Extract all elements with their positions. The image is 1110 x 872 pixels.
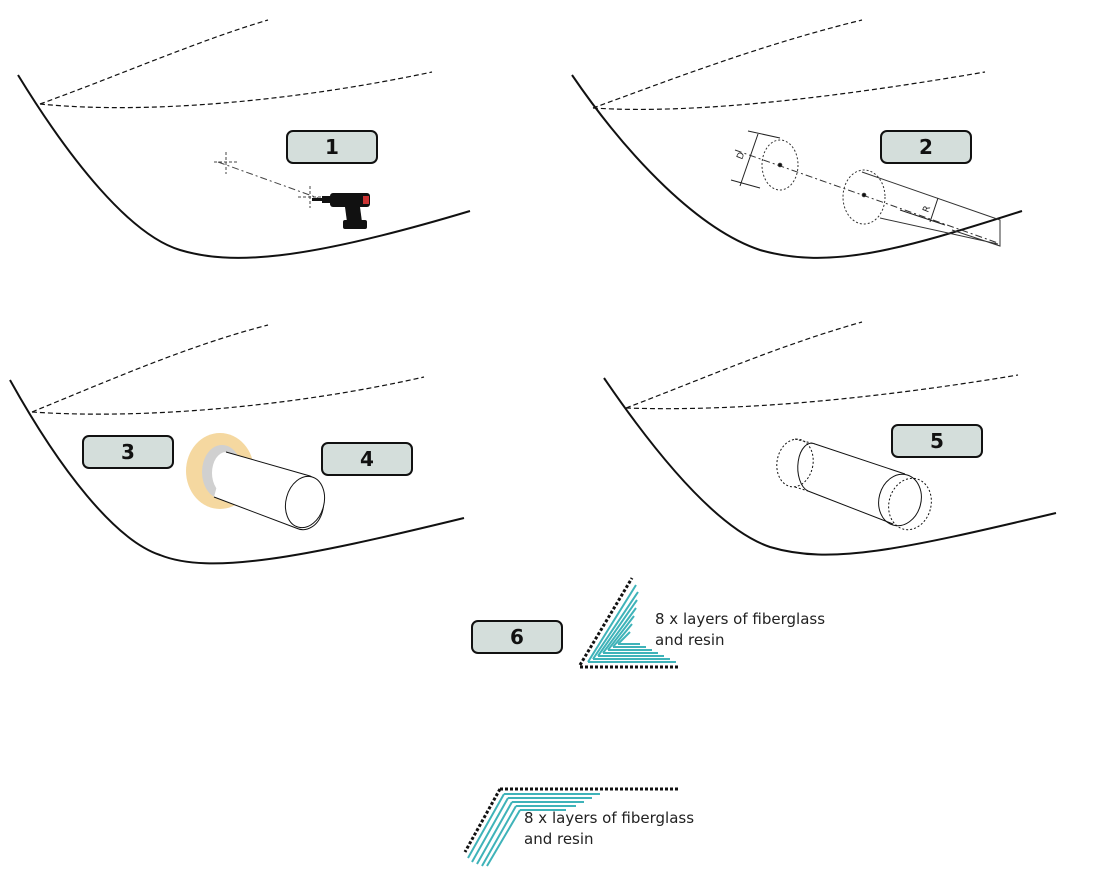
panel-1-hull	[17, 19, 471, 259]
caption-line-1: 8 x layers of fiberglass	[655, 610, 826, 628]
step-4-label: 4	[321, 442, 413, 476]
panel-3-hull	[9, 324, 465, 565]
radius-dimension	[899, 197, 946, 226]
hole-outline-small	[761, 139, 886, 225]
drill-axis-line	[214, 152, 322, 208]
caption-line-2: and resin	[524, 830, 594, 848]
radius-label: R	[922, 205, 934, 215]
diameter-label: D	[736, 151, 748, 161]
panel-5-hull	[603, 321, 1057, 556]
cordless-drill-icon	[312, 193, 370, 229]
tube-inserted	[213, 451, 326, 531]
step-5-label: 5	[891, 424, 983, 458]
fiberglass-caption-upper: 8 x layers of fiberglass and resin	[655, 609, 825, 651]
diameter-dimension	[730, 130, 781, 189]
step-2-label: 2	[880, 130, 972, 164]
fiberglass-detail-lower	[463, 787, 680, 867]
step-6-label: 6	[471, 620, 563, 654]
fiberglass-caption-lower: 8 x layers of fiberglass and resin	[524, 808, 694, 850]
tube-finished	[776, 438, 932, 531]
caption-line-1: 8 x layers of fiberglass	[524, 809, 695, 827]
fiberglass-detail-upper	[578, 577, 680, 669]
panel-2-hull	[571, 19, 1023, 259]
step-1-label: 1	[286, 130, 378, 164]
tube-centerline	[734, 149, 1001, 247]
caption-line-2: and resin	[655, 631, 725, 649]
step-3-label: 3	[82, 435, 174, 469]
